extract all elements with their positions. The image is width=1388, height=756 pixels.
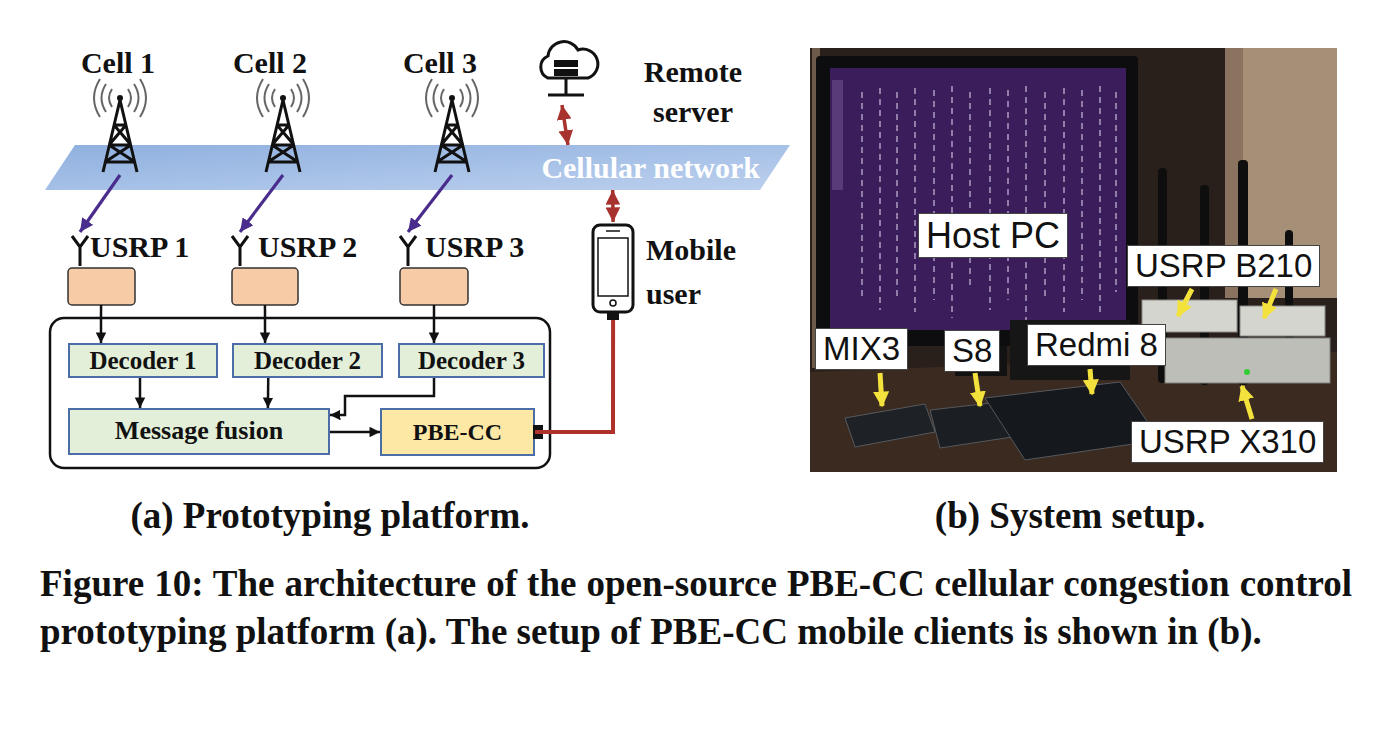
data-flow-arrow	[433, 305, 436, 343]
data-flow-arrow	[330, 431, 380, 434]
network-band: Cellular network	[45, 145, 790, 190]
screen-text	[862, 86, 1116, 320]
node-text: Message fusion	[115, 417, 283, 446]
setup-photo	[810, 48, 1337, 472]
data-flow-arrow	[139, 378, 142, 408]
usrp-radio: USRP 3	[398, 232, 558, 305]
decoder-box: Decoder 3	[398, 343, 545, 378]
usb-cable	[535, 320, 613, 432]
phone-photo	[985, 382, 1160, 460]
radio-link	[408, 175, 452, 232]
mobile-phone: Mobile user	[592, 222, 782, 320]
usb-port	[533, 425, 543, 439]
node-text: Cellular network	[45, 145, 760, 190]
radio-front-end	[400, 268, 468, 305]
cloud-icon	[541, 42, 598, 78]
pointer-arrow	[975, 373, 980, 406]
data-flow-arrow	[330, 378, 434, 415]
usb-plug	[607, 312, 619, 320]
tower-icon	[426, 79, 478, 172]
phone-button	[610, 300, 616, 306]
remote-server: Remote server	[530, 42, 765, 105]
node-text: Cell 3	[390, 45, 490, 81]
radio-front-end	[68, 268, 135, 305]
subfigure-caption: (b) System setup.	[800, 492, 1340, 540]
data-flow-arrow	[267, 378, 270, 408]
node-text: USRP 1	[90, 230, 220, 264]
node-text: Cell 2	[220, 45, 320, 81]
network-link	[611, 190, 615, 222]
pointer-arrow	[1264, 289, 1276, 318]
antenna-symbol	[400, 236, 416, 266]
server-rack	[554, 60, 578, 67]
usrp-b210-unit	[1240, 306, 1325, 336]
photo-label: USRP B210	[1127, 245, 1320, 287]
radio-link	[240, 175, 283, 232]
node-text: Remote server	[618, 52, 768, 132]
phone-icon	[593, 225, 633, 312]
photo-label: USRP X310	[1131, 421, 1324, 463]
fusion-box: Message fusion	[68, 408, 330, 455]
usrp-b210-unit	[1142, 300, 1237, 332]
usrp-x310-unit	[1165, 338, 1330, 383]
controller-box: PBE-CC	[380, 408, 535, 456]
pointer-arrow	[1178, 289, 1192, 316]
band-outline	[45, 145, 790, 190]
pointer-arrow	[1090, 369, 1092, 394]
antenna-symbol	[72, 236, 88, 266]
node-text: USRP 3	[425, 230, 555, 264]
radio-link	[80, 175, 120, 232]
figure-caption: Figure 10: The architecture of the open-…	[40, 560, 1352, 656]
decoder-box: Decoder 2	[232, 343, 383, 378]
tower-icon	[257, 79, 309, 172]
server-rack	[554, 69, 578, 76]
tower-icon	[94, 79, 146, 172]
photo-label: Redmi 8	[1027, 324, 1166, 366]
antenna-symbol	[232, 236, 248, 266]
host-frame	[50, 318, 550, 468]
monitor-stand	[955, 346, 1007, 376]
photo-label: Host PC	[918, 213, 1068, 258]
photo-background	[810, 48, 1337, 472]
subfigure-caption: (a) Prototyping platform.	[30, 492, 630, 540]
decoder-box: Decoder 1	[68, 343, 218, 378]
desktop-pc	[1010, 320, 1130, 380]
usrp-radio: USRP 2	[228, 232, 388, 305]
network-link	[562, 105, 568, 145]
photo-label: MIX3	[815, 328, 908, 370]
phone-speaker	[606, 230, 620, 232]
radio-front-end	[232, 268, 298, 305]
node-text: USRP 2	[258, 230, 388, 264]
usrp-radio: USRP 1	[62, 232, 222, 305]
node-text: Decoder 3	[418, 347, 525, 375]
node-text: Decoder 1	[89, 347, 196, 375]
pointer-arrow	[880, 373, 882, 406]
node-text: Cell 1	[68, 45, 168, 81]
phone-photo	[845, 404, 935, 447]
node-text: Mobile user	[646, 228, 771, 316]
screen-sidebar	[832, 80, 843, 190]
monitor-frame	[816, 56, 1138, 346]
server-stand	[548, 78, 584, 95]
phone-screen	[598, 238, 628, 296]
node-text: PBE-CC	[413, 419, 502, 445]
data-flow-arrow	[100, 305, 103, 343]
data-flow-arrow	[264, 305, 267, 343]
pointer-arrow	[1242, 386, 1252, 419]
status-led	[1244, 369, 1250, 375]
monitor-screen	[830, 68, 1126, 330]
node-text: Decoder 2	[254, 347, 361, 375]
photo-label: S8	[944, 330, 1000, 372]
